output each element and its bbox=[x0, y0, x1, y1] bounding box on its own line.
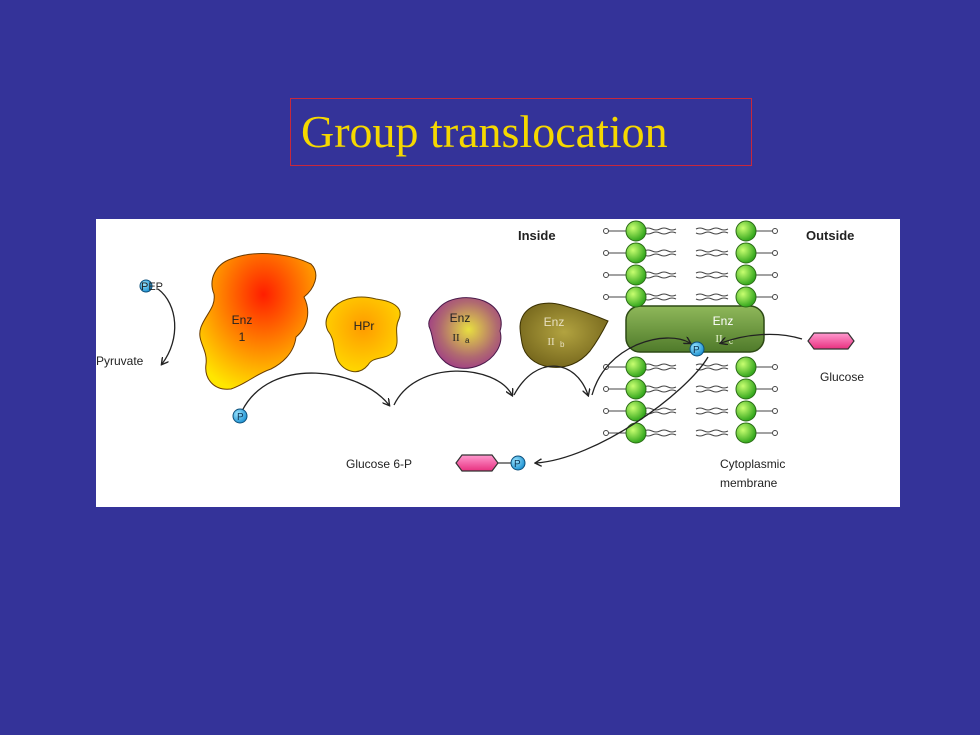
arrow-enz-iib-to-enz-iic bbox=[591, 338, 690, 396]
enz-iia-roman: II bbox=[452, 332, 460, 344]
enz-iia-sub: a bbox=[465, 336, 470, 345]
slide-title-box: Group translocation bbox=[290, 98, 752, 166]
glucose-molecule-icon bbox=[807, 332, 855, 350]
enz-1-label: Enz bbox=[232, 313, 253, 327]
phosphate-icon-enz-iic bbox=[689, 341, 705, 357]
pyruvate-label: Pyruvate bbox=[96, 354, 144, 368]
hpr-label: HPr bbox=[354, 319, 375, 333]
arrow-glucose6p-out bbox=[536, 356, 709, 463]
phosphate-icon-glucose6p bbox=[510, 455, 526, 471]
outside-label: Outside bbox=[806, 228, 854, 243]
enz-iib-label: Enz bbox=[544, 315, 565, 329]
membrane-label-line1: Cytoplasmic bbox=[720, 457, 785, 471]
enz-iib-roman: II bbox=[547, 336, 555, 348]
enz-iic-label: Enz bbox=[713, 314, 734, 328]
lipid-heads bbox=[603, 220, 778, 444]
enzyme-enz-1: Enz 1 bbox=[199, 253, 317, 390]
membrane-label-line2: membrane bbox=[720, 476, 778, 490]
glucose6p-molecule-icon bbox=[455, 454, 499, 472]
phosphate-label-enz1: P bbox=[237, 412, 244, 423]
arrow-hpr-to-enz-iia bbox=[393, 370, 512, 406]
enz-iia-label: Enz bbox=[450, 311, 471, 325]
diagram-canvas: Enz II c Inside Outside bbox=[96, 220, 864, 490]
enzyme-enz-iib: Enz II b bbox=[519, 302, 609, 368]
group-translocation-diagram: Enz II c Inside Outside bbox=[96, 219, 900, 507]
pep-phosphate-icon bbox=[139, 279, 153, 293]
arrow-enz-iia-to-enz-iib bbox=[513, 365, 588, 395]
enz-iib-sub: b bbox=[560, 340, 565, 349]
phosphate-label-enz-iic: P bbox=[693, 345, 700, 356]
slide-title: Group translocation bbox=[301, 106, 668, 157]
phosphate-label-glucose6p: P bbox=[514, 459, 521, 470]
enzyme-hpr: HPr bbox=[325, 296, 401, 373]
glucose6p-label: Glucose 6-P bbox=[346, 457, 412, 471]
pep-to-pyruvate-arrow bbox=[157, 288, 176, 364]
pep-label: PEP bbox=[141, 281, 163, 293]
enz-iic-sub: c bbox=[729, 337, 733, 346]
enz-1-number: 1 bbox=[239, 330, 246, 344]
lipid-bilayer bbox=[643, 227, 729, 437]
glucose-label: Glucose bbox=[820, 370, 864, 384]
enzyme-enz-iia: Enz II a bbox=[428, 297, 502, 369]
arrow-glucose-in bbox=[721, 333, 803, 343]
phosphate-icon-enz1 bbox=[232, 408, 248, 424]
arrow-enz1-to-hpr bbox=[241, 372, 389, 412]
inside-label: Inside bbox=[518, 228, 556, 243]
